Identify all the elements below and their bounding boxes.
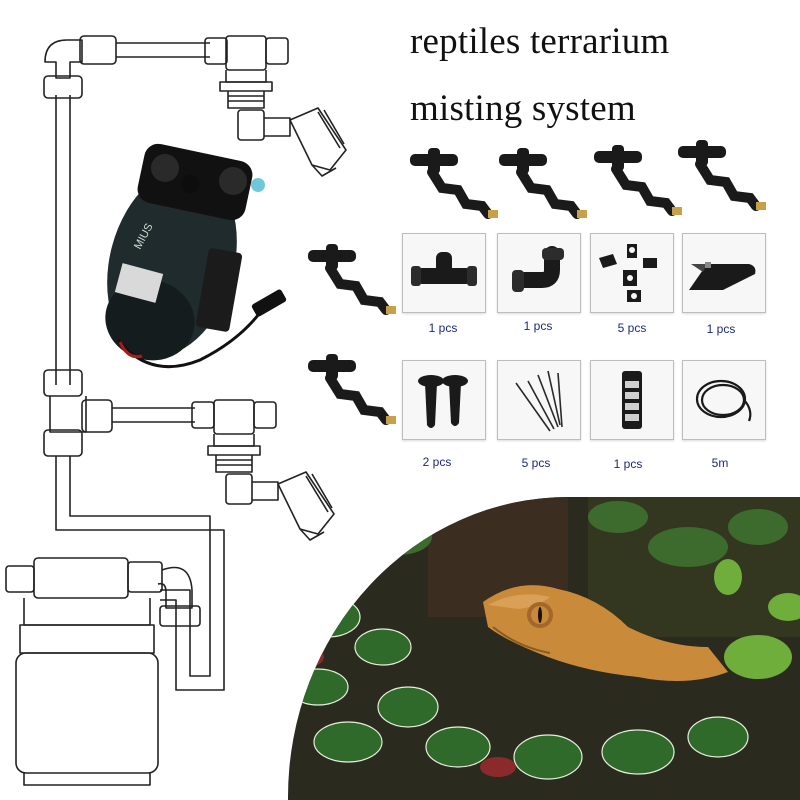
part-tile-elbow-connector <box>497 233 581 313</box>
mist-nozzle-3 <box>594 145 682 216</box>
mist-nozzle-6 <box>308 354 396 425</box>
part-quantity-3: 5 pcs <box>617 321 647 335</box>
mist-nozzle-4 <box>678 140 766 211</box>
tube-cutter-icon <box>689 262 756 290</box>
wall-plug-icon <box>418 375 468 428</box>
cable-tie-icon <box>515 370 563 432</box>
title-line-2: misting system <box>410 88 636 129</box>
part-quantity-5: 2 pcs <box>422 455 452 469</box>
part-tile-tube-cutter <box>682 233 766 313</box>
elbow-connector-icon <box>512 246 564 292</box>
part-quantity-1: 1 pcs <box>428 321 458 335</box>
part-quantity-6: 5 pcs <box>521 456 551 470</box>
title-line-1: reptiles terrarium <box>410 21 670 62</box>
part-quantity-7: 1 pcs <box>613 457 643 471</box>
tube-clip-icon <box>599 244 657 302</box>
filter-icon <box>622 371 642 429</box>
part-tile-wall-plug <box>402 360 486 440</box>
part-quantity-2: 1 pcs <box>523 319 553 333</box>
part-tile-tee-connector <box>402 233 486 313</box>
mist-nozzle-5 <box>308 244 396 315</box>
mist-nozzle-2 <box>499 148 587 219</box>
mist-nozzle-1 <box>410 148 498 219</box>
water-pump: MIUS <box>105 143 287 369</box>
tee-connector-icon <box>411 252 477 286</box>
part-tile-tube-clip <box>590 233 674 313</box>
tubing-coil-icon <box>695 379 752 422</box>
part-quantity-4: 1 pcs <box>706 322 736 336</box>
part-tile-filter <box>590 360 674 440</box>
part-tile-tubing <box>682 360 766 440</box>
part-tile-cable-tie <box>497 360 581 440</box>
part-quantity-8: 5m <box>711 456 729 470</box>
